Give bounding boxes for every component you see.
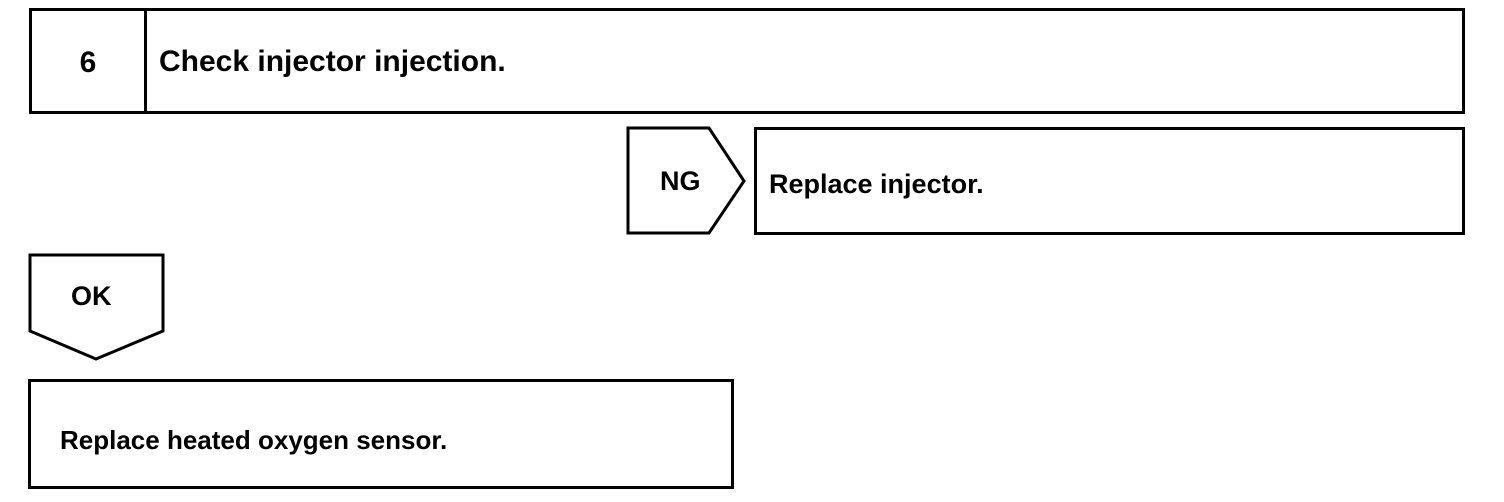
- ng-label: NG: [660, 166, 701, 196]
- ok-label: OK: [71, 281, 112, 311]
- step-number: 6: [79, 46, 97, 79]
- step-header-box: 6 Check injector injection.: [29, 8, 1465, 114]
- ok-arrow-shape: [28, 253, 165, 361]
- step-number-cell: 6: [32, 11, 147, 111]
- step-title: Check injector injection.: [159, 45, 506, 78]
- final-action-text: Replace heated oxygen sensor.: [60, 425, 448, 455]
- ng-action-box: Replace injector.: [754, 127, 1465, 235]
- final-action-box: Replace heated oxygen sensor.: [28, 379, 734, 489]
- ng-action-text: Replace injector.: [769, 169, 984, 199]
